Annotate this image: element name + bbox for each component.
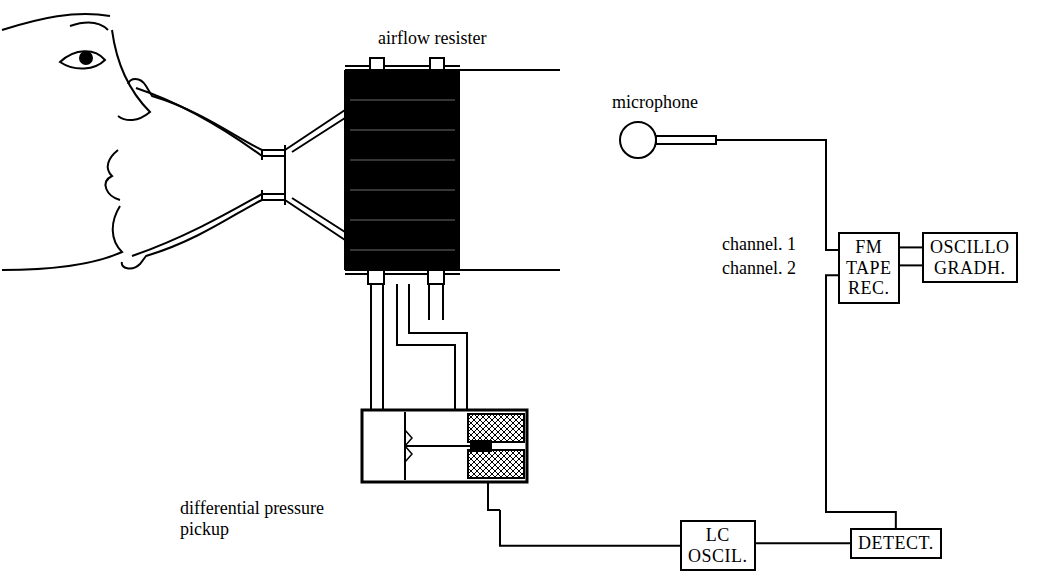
equipment-box: DETECT. <box>850 528 942 559</box>
box-label: OSCILLO GRADH. <box>930 237 1010 278</box>
part-label: airflow resister <box>378 28 486 49</box>
part-label: channel. 2 <box>722 258 796 279</box>
microphone: microphone <box>612 92 742 164</box>
face-mask <box>122 79 345 268</box>
signal-wire <box>756 543 851 544</box>
airflow-resister <box>345 58 560 284</box>
equipment-box: LC OSCIL. <box>680 520 756 571</box>
equipment-box: FM TAPE REC. <box>838 232 900 304</box>
differential-pressure-pickup <box>362 410 527 510</box>
part-label: differential pressure pickup <box>180 498 340 539</box>
box-label: DETECT. <box>858 533 934 554</box>
signal-wire <box>500 510 680 546</box>
signal-wire <box>826 275 896 528</box>
face-profile <box>2 14 150 270</box>
equipment-box: OSCILLO GRADH. <box>922 232 1018 283</box>
pressure-tubes <box>371 284 467 410</box>
part-label: channel. 1 <box>722 234 796 255</box>
signal-wire <box>900 265 922 266</box>
microphone-symbol <box>612 116 742 166</box>
box-label: FM TAPE REC. <box>846 237 892 299</box>
signal-wire <box>900 247 922 248</box>
box-label: LC OSCIL. <box>688 525 748 566</box>
part-label: microphone <box>612 92 742 113</box>
